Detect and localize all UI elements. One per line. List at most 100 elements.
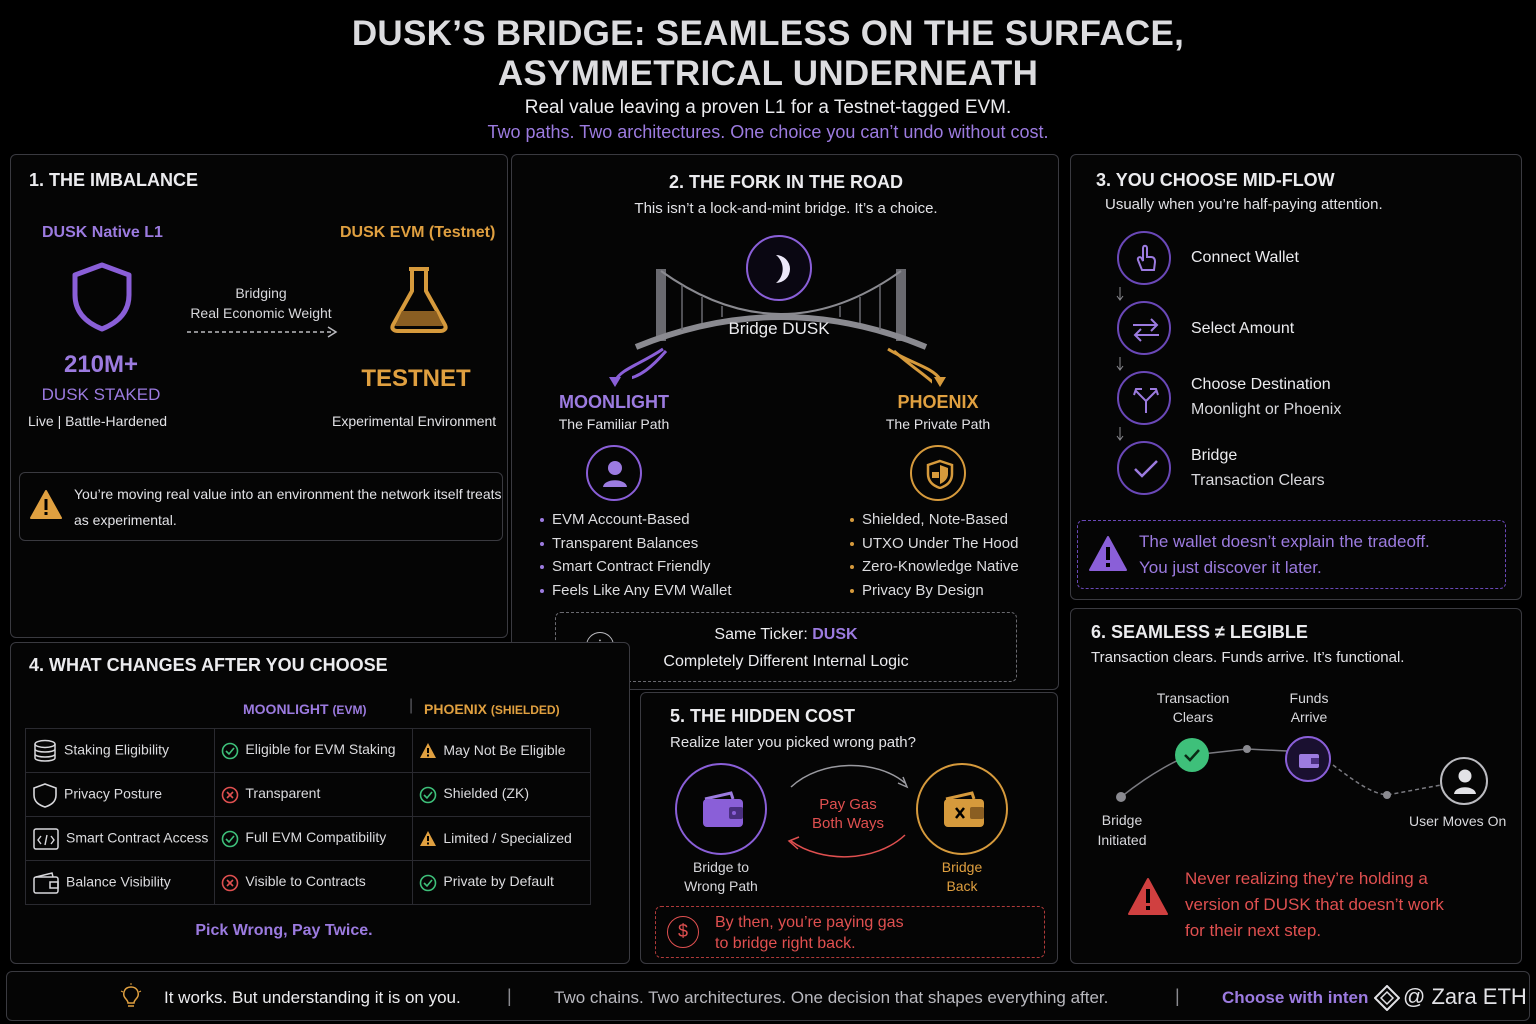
step-label: Choose Destination xyxy=(1191,376,1331,393)
economic-weight-label: Real Economic Weight xyxy=(190,305,332,321)
same-ticker-line: Same Ticker: DUSK xyxy=(714,626,858,643)
check-icon xyxy=(1134,460,1158,478)
code-window-icon xyxy=(33,827,59,850)
x-circle-icon xyxy=(222,786,239,803)
pick-wrong-footer: Pick Wrong, Pay Twice. xyxy=(195,922,373,939)
footer-separator: | xyxy=(507,986,512,1006)
step-choose-destination xyxy=(1117,371,1171,425)
changes-heading: 4. WHAT CHANGES AFTER YOU CHOOSE xyxy=(29,655,388,675)
step-label: Select Amount xyxy=(1191,320,1295,337)
table-row: Smart Contract Access Full EVM Compatibi… xyxy=(24,816,592,861)
check-circle-icon xyxy=(420,874,437,891)
coins-stack-icon xyxy=(34,739,56,762)
phoenix-bullet: Privacy By Design xyxy=(850,582,984,599)
row-label: Balance Visibility xyxy=(24,860,216,905)
moonlight-bullet: EVM Account-Based xyxy=(540,511,690,528)
imbalance-warning-text: You’re moving real value into an environ… xyxy=(74,486,502,528)
legible-heading: 6. SEAMLESS ≠ LEGIBLE xyxy=(1091,622,1308,642)
shield-outline-icon xyxy=(33,782,57,808)
check-circle-icon xyxy=(222,742,239,759)
node-clears-line1: Transaction xyxy=(1156,690,1230,706)
pay-gas-line2: Both Ways xyxy=(812,815,884,832)
warning-icon xyxy=(420,743,437,759)
footer-part2: Two chains. Two architectures. One decis… xyxy=(554,988,1109,1007)
wrong-path-wallet xyxy=(675,763,767,855)
testnet-caption: Experimental Environment xyxy=(332,413,497,429)
warning-icon xyxy=(1089,536,1127,571)
row-label: Staking Eligibility xyxy=(24,728,216,773)
footer-part3: Choose with inten xyxy=(1222,988,1369,1007)
bridge-illustration xyxy=(632,269,932,384)
page-title-line1: DUSK’S BRIDGE: SEAMLESS ON THE SURFACE, xyxy=(351,14,1185,53)
user-icon xyxy=(586,445,642,501)
fork-heading: 2. THE FORK IN THE ROAD xyxy=(668,172,903,192)
table-row: Staking Eligibility Eligible for EVM Sta… xyxy=(24,728,592,773)
crescent-icon xyxy=(776,255,790,283)
wallet-outline-icon xyxy=(33,871,59,894)
dusk-logo xyxy=(746,235,812,301)
row-label: Smart Contract Access xyxy=(24,816,216,861)
hidden-cost-subheading: Realize later you picked wrong path? xyxy=(670,734,916,751)
footer-bar: It works. But understanding it is on you… xyxy=(6,971,1530,1021)
bridge-back-line1: Bridge xyxy=(941,859,983,875)
check-circle-icon xyxy=(420,786,437,803)
wallet-icon xyxy=(1285,736,1331,782)
footer-separator: | xyxy=(1175,986,1180,1006)
moonlight-cell: Eligible for EVM Staking xyxy=(214,728,414,773)
bridge-back-line2: Back xyxy=(946,878,978,894)
page-tagline: Two paths. Two architectures. One choice… xyxy=(487,122,1049,142)
imbalance-warning-box: You’re moving real value into an environ… xyxy=(19,472,503,541)
table-row: Balance Visibility Visible to Contracts … xyxy=(24,860,592,905)
shield-icon xyxy=(72,262,132,332)
midflow-warning-box: The wallet doesn’t explain the tradeoff.… xyxy=(1077,520,1506,589)
wrong-path-line1: Bridge to xyxy=(692,859,750,875)
step-connector-arrows xyxy=(1116,287,1124,441)
legible-warning-line3: for their next step. xyxy=(1185,921,1322,940)
hidden-cost-panel: 5. THE HIDDEN COST Realize later you pic… xyxy=(640,692,1058,964)
col-moonlight-header: MOONLIGHT (EVM) xyxy=(243,701,367,717)
phoenix-cell: Limited / Specialized xyxy=(412,816,592,861)
step-label: Connect Wallet xyxy=(1191,249,1299,266)
imbalance-panel: 1. THE IMBALANCE DUSK Native L1 DUSK EVM… xyxy=(10,154,508,638)
legible-panel: 6. SEAMLESS ≠ LEGIBLE Transaction clears… xyxy=(1070,608,1522,964)
hand-pointer-icon xyxy=(1136,244,1157,271)
midflow-warning-line1: The wallet doesn’t explain the tradeoff. xyxy=(1139,532,1430,551)
node-funds-line2: Arrive xyxy=(1290,709,1328,725)
step-bridge xyxy=(1117,441,1171,495)
phoenix-bullet: UTXO Under The Hood xyxy=(850,535,1018,552)
legible-warning-line1: Never realizing they’re holding a xyxy=(1185,869,1428,888)
col-phoenix-header: PHOENIX (SHIELDED) xyxy=(424,701,560,717)
warning-icon xyxy=(1128,878,1168,915)
wallet-icon xyxy=(703,791,743,827)
phoenix-cell: May Not Be Eligible xyxy=(412,728,592,773)
moonlight-cell: Visible to Contracts xyxy=(214,860,414,905)
staked-label: DUSK STAKED xyxy=(41,385,161,404)
moonlight-subtitle: The Familiar Path xyxy=(558,416,670,432)
col-separator: | xyxy=(409,697,414,714)
page-title-line2: ASYMMETRICAL UNDERNEATH xyxy=(497,54,1039,93)
moonlight-arrow-icon xyxy=(609,347,664,387)
node-funds-line1: Funds xyxy=(1289,690,1329,706)
testnet-label: TESTNET xyxy=(361,365,471,392)
native-l1-label: DUSK Native L1 xyxy=(42,224,163,241)
internal-logic-line: Completely Different Internal Logic xyxy=(663,653,909,670)
step-label: Bridge xyxy=(1191,447,1238,464)
phoenix-title: PHOENIX xyxy=(897,392,979,412)
step-select-amount xyxy=(1117,301,1171,355)
lightbulb-icon xyxy=(120,983,142,1007)
watermark: @ Zara ETH xyxy=(1403,984,1527,1009)
imbalance-heading: 1. THE IMBALANCE xyxy=(29,170,199,190)
bridge-dusk-label: Bridge DUSK xyxy=(728,319,830,338)
cycle-arrows-icon xyxy=(787,764,909,858)
evm-testnet-label: DUSK EVM (Testnet) xyxy=(340,224,496,241)
dollar-icon: $ xyxy=(667,916,699,948)
moonlight-title: MOONLIGHT xyxy=(559,392,669,412)
step-connect-wallet xyxy=(1117,231,1171,285)
node-initiated-line2: Initiated xyxy=(1097,832,1147,848)
phoenix-arrow-icon xyxy=(887,347,946,387)
wallet-x-icon xyxy=(944,791,984,827)
midflow-warning-line2: You just discover it later. xyxy=(1139,558,1322,577)
warning-icon xyxy=(420,831,437,847)
legible-warning-line2: version of DUSK that doesn’t work xyxy=(1185,895,1444,914)
step-sublabel: Transaction Clears xyxy=(1191,472,1325,489)
